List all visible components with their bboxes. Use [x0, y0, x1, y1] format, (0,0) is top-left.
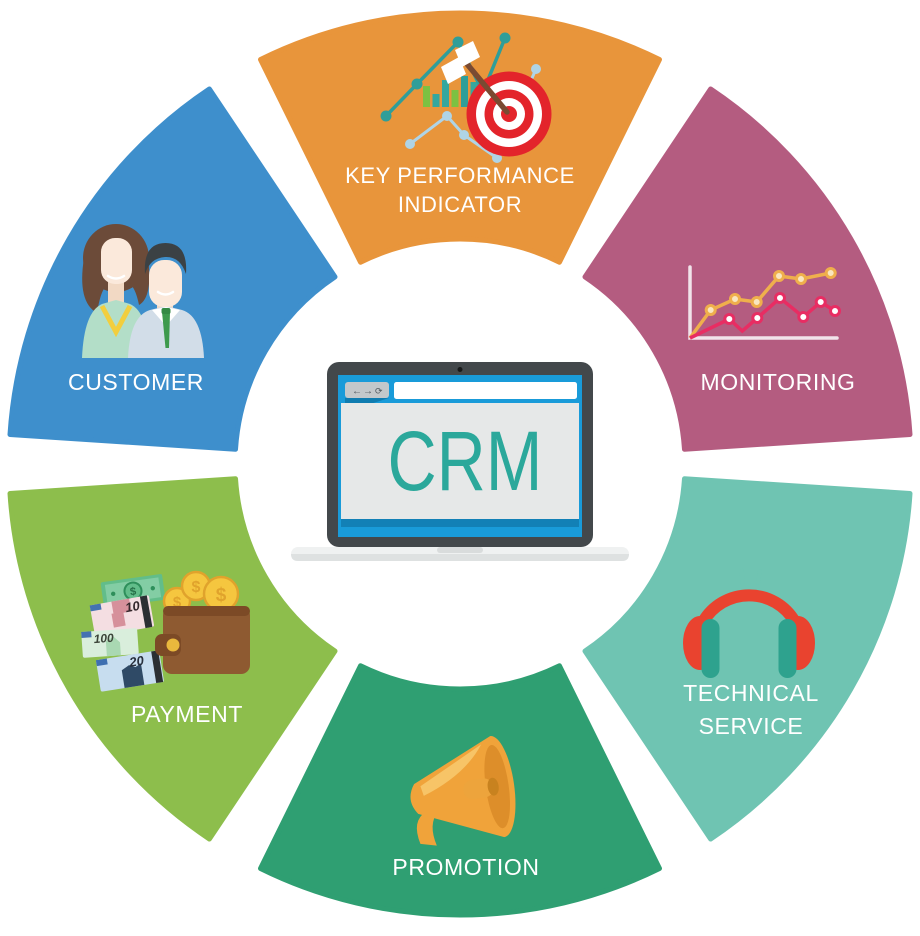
banknote-20: 20	[95, 650, 164, 692]
kpi-light-line-dots	[405, 64, 541, 163]
kpi-dark-line-dots	[380, 32, 511, 122]
coin-dollar-symbol: $	[216, 585, 227, 606]
man-figure	[128, 243, 204, 358]
arrow-icon	[441, 41, 510, 115]
label-payment-text: PAYMENT	[131, 701, 243, 727]
label-kpi-line1: KEY PERFORMANCE	[345, 163, 575, 188]
label-monitoring: MONITORING	[668, 366, 888, 399]
label-kpi-line2: INDICATOR	[397, 192, 523, 217]
headphones-icon	[683, 568, 815, 678]
wallet-money-icon: $ 10 100 20	[81, 570, 250, 692]
label-kpi: KEY PERFORMANCE INDICATOR	[310, 161, 610, 219]
banknote-100-value: 100	[93, 631, 114, 646]
url-bar[interactable]	[394, 382, 577, 399]
banknote-100: 100	[81, 628, 139, 658]
segment-technical-service	[582, 476, 913, 842]
monitoring-line-chart-icon	[688, 265, 841, 340]
browser-bottom-shade	[341, 519, 579, 527]
banknote-20-value: 20	[127, 653, 145, 670]
megaphone-icon	[410, 736, 516, 846]
wallet	[155, 606, 250, 674]
gold-coins: $ $ $	[162, 570, 240, 616]
label-technical-service: TECHNICAL SERVICE	[651, 677, 851, 743]
refresh-icon[interactable]: ⟳	[375, 386, 383, 396]
label-promotion-text: PROMOTION	[392, 854, 540, 880]
bill-dollar-symbol: $	[129, 586, 137, 599]
label-promotion: PROMOTION	[346, 851, 586, 884]
label-technical-line1: TECHNICAL	[683, 680, 819, 706]
kpi-target-chart-icon	[380, 32, 552, 163]
segment-monitoring	[582, 86, 913, 452]
label-customer-text: CUSTOMER	[68, 369, 204, 395]
laptop-base-shadow	[291, 554, 629, 561]
banknote-10-value: 10	[124, 598, 142, 615]
laptop: ← → ⟳ CRM	[291, 362, 629, 561]
banknote-10: 10	[89, 595, 155, 637]
label-customer: CUSTOMER	[36, 366, 236, 399]
coin-dollar-symbol: $	[173, 594, 182, 611]
customers-icon	[82, 224, 204, 358]
monitoring-pink-dots	[723, 292, 841, 325]
back-arrow-icon[interactable]: ←	[352, 386, 362, 397]
browser-nav-box	[345, 382, 389, 398]
forward-arrow-icon[interactable]: →	[363, 386, 373, 397]
browser-content	[341, 403, 579, 519]
label-technical-line2: SERVICE	[698, 713, 804, 739]
coin-dollar-symbol: $	[192, 579, 201, 596]
crm-text: CRM	[388, 414, 543, 508]
target-icon	[466, 71, 552, 157]
laptop-base-notch	[437, 547, 483, 553]
label-monitoring-text: MONITORING	[700, 369, 856, 395]
label-payment: PAYMENT	[87, 698, 287, 731]
webcam-dot	[457, 367, 463, 372]
monitoring-orange-dots	[704, 267, 837, 316]
